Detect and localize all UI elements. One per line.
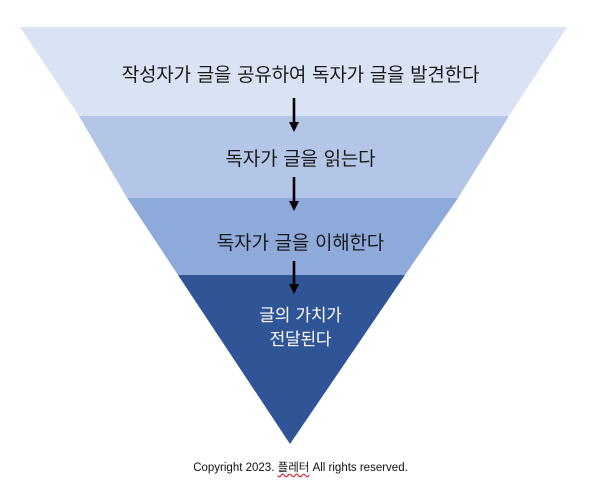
funnel-level-3	[127, 198, 458, 275]
funnel-level-2-label: 독자가 글을 읽는다	[225, 148, 376, 170]
brand-name: 플레터	[277, 462, 310, 474]
copyright-prefix: Copyright 2023.	[193, 462, 275, 474]
funnel-level-4	[178, 275, 405, 444]
funnel-level-3-label: 독자가 글을 이해한다	[216, 232, 385, 254]
funnel-level-1	[20, 27, 567, 116]
copyright-footer: Copyright 2023. 플레터 All rights reserved.	[0, 459, 601, 475]
funnel-level-4-label-line1: 글의 가치가	[259, 306, 342, 326]
copyright-suffix: All rights reserved.	[312, 462, 408, 474]
funnel-level-4-label-line2: 전달된다	[269, 330, 332, 350]
funnel-level-1-label: 작성자가 글을 공유하여 독자가 글을 발견한다	[121, 64, 480, 86]
funnel-level-2	[79, 116, 509, 198]
